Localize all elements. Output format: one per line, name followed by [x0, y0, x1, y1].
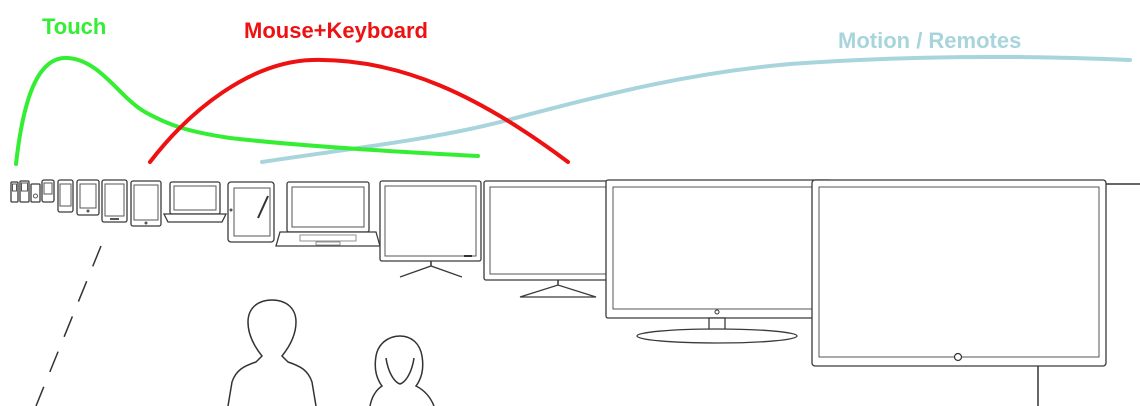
tablet-device — [131, 181, 161, 226]
motion-remotes-curve — [262, 57, 1130, 162]
desktop-monitor-small — [380, 181, 481, 277]
wall-display-device — [812, 180, 1106, 406]
woman-silhouette — [370, 336, 434, 406]
viewing-distance-dashed-line — [36, 246, 101, 406]
drawing-tablet-device — [228, 182, 274, 242]
laptop-device — [276, 182, 380, 246]
man-silhouette — [228, 300, 316, 406]
smartphone-device — [58, 180, 73, 212]
small-tablet-device — [102, 180, 127, 222]
netbook-device — [164, 182, 226, 222]
tiny-phones-group — [11, 180, 54, 202]
ereader-device — [77, 180, 99, 215]
television-device — [606, 180, 832, 343]
